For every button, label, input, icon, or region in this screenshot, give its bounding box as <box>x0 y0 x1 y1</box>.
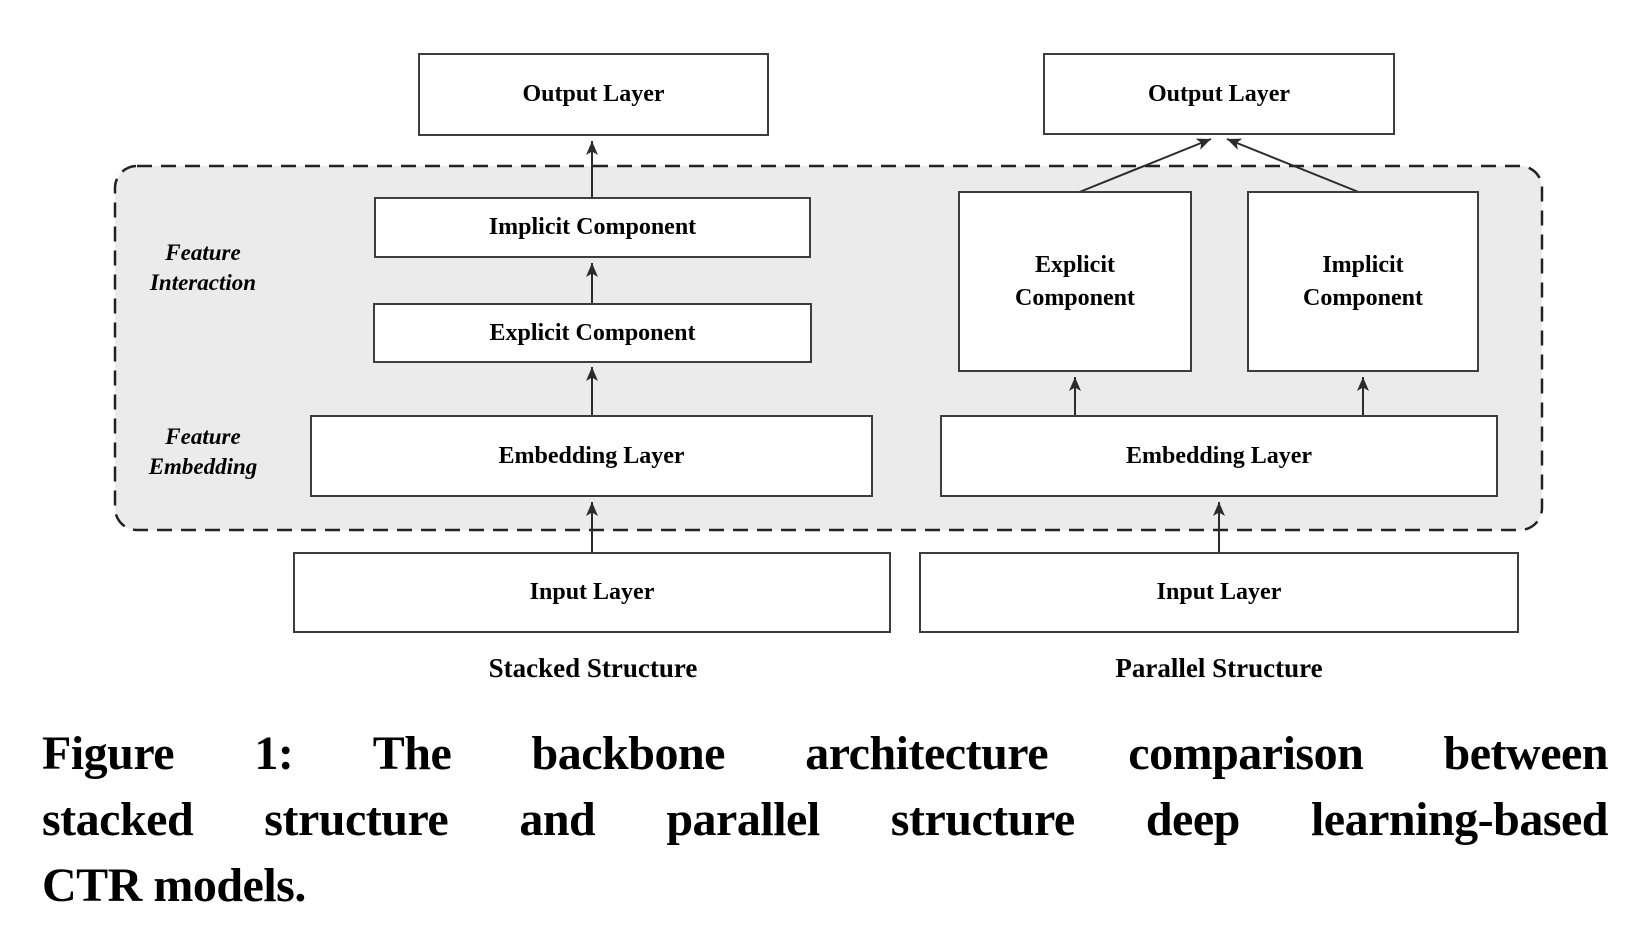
parallel-explicit-component-box: Explicit Component <box>958 191 1192 372</box>
arrow-implicit-to-output-parallel <box>1226 138 1362 194</box>
caption-line-3: CTR models. <box>42 859 306 912</box>
stacked-embedding-layer-box: Embedding Layer <box>310 415 873 497</box>
parallel-input-layer-box: Input Layer <box>919 552 1519 633</box>
figure-caption: Figure 1: The backbone architecture comp… <box>42 721 1609 919</box>
stacked-implicit-component-box: Implicit Component <box>374 197 811 258</box>
parallel-output-layer-box: Output Layer <box>1043 53 1395 135</box>
stacked-input-layer-box: Input Layer <box>293 552 891 633</box>
region-label-feature-interaction: Feature Interaction <box>149 240 257 295</box>
arrow-explicit-to-output-parallel <box>1076 138 1212 194</box>
caption-line-1: Figure 1: The backbone architecture comp… <box>42 727 1609 780</box>
parallel-structure-label: Parallel Structure <box>1115 653 1323 683</box>
parallel-implicit-component-box: Implicit Component <box>1247 191 1479 372</box>
stacked-output-layer-box: Output Layer <box>418 53 769 136</box>
stacked-explicit-component-box: Explicit Component <box>373 303 812 363</box>
region-label-feature-embedding: Feature Embedding <box>148 424 258 479</box>
parallel-embedding-layer-box: Embedding Layer <box>940 415 1498 497</box>
caption-line-2: stacked structure and parallel structure… <box>42 793 1609 846</box>
stacked-structure-label: Stacked Structure <box>488 653 698 683</box>
